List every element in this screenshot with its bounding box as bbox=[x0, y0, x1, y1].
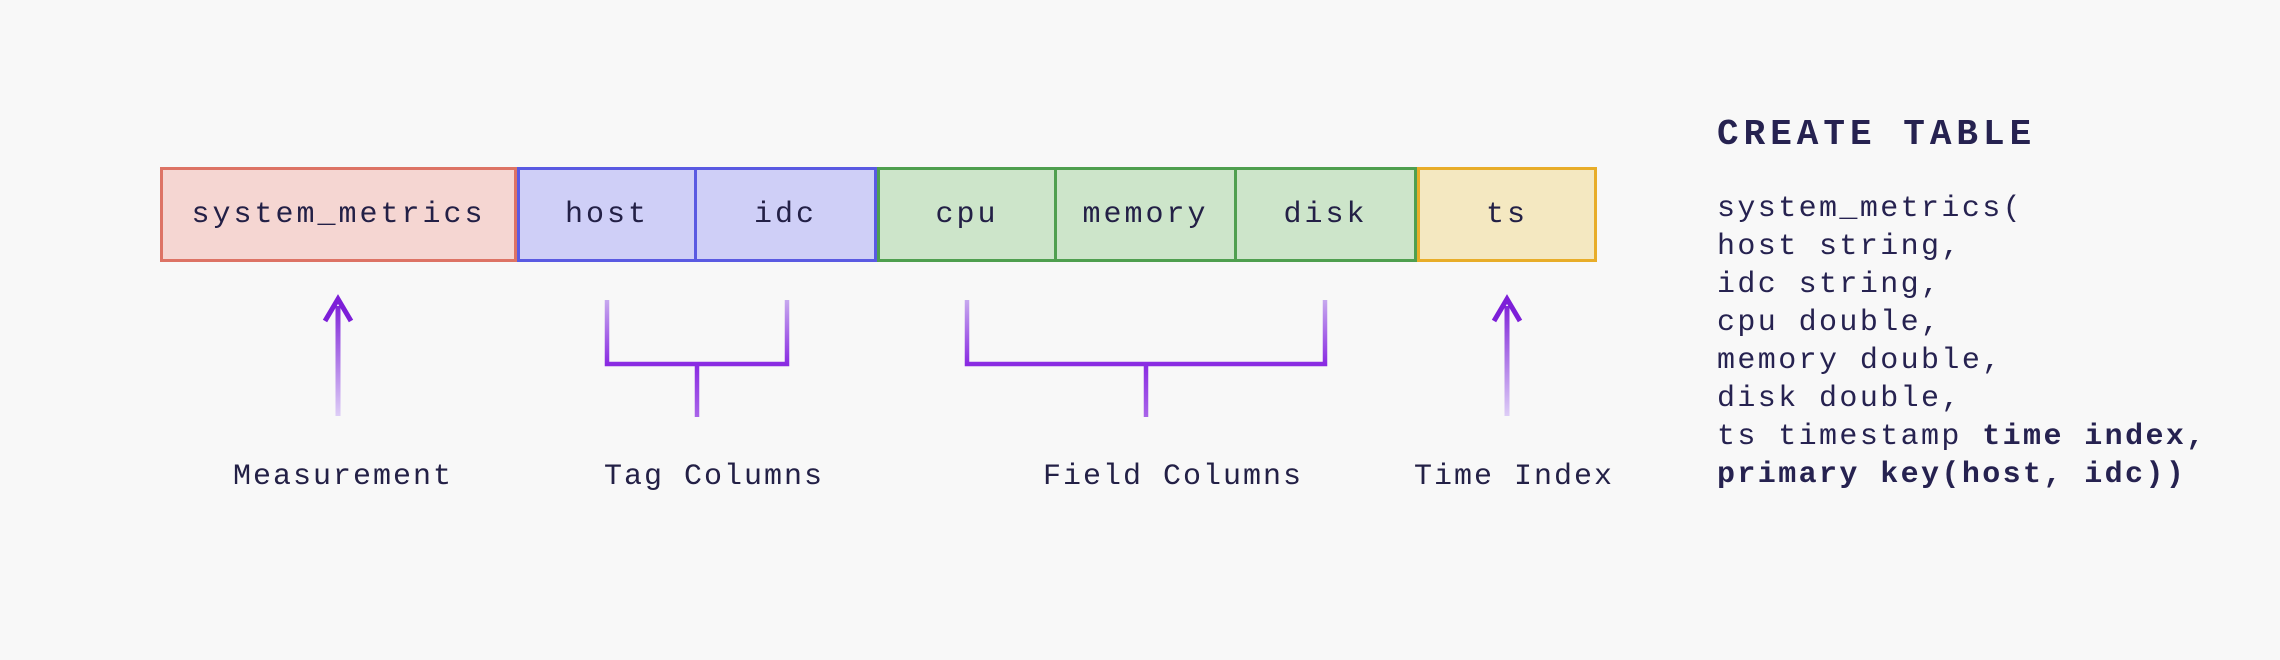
measurement-cell: system_metrics bbox=[160, 167, 517, 262]
sql-line: idc string, bbox=[1717, 266, 2207, 304]
field-cell-cpu: cpu bbox=[877, 167, 1057, 262]
tag-columns-label: Tag Columns bbox=[603, 460, 825, 494]
sql-line-text: system_metrics( bbox=[1717, 192, 2024, 226]
sql-line-text: ts timestamp bbox=[1717, 420, 1983, 454]
sql-line: system_metrics( bbox=[1717, 190, 2207, 228]
field-columns-label: Field Columns bbox=[1042, 460, 1304, 494]
table-structure-row: system_metrics host idc cpu memory disk … bbox=[160, 167, 1597, 262]
sql-line-text: disk double, bbox=[1717, 382, 1962, 416]
sql-line-bold-text: time index, bbox=[1982, 420, 2207, 454]
sql-line-text: idc string, bbox=[1717, 268, 1942, 302]
measurement-label: Measurement bbox=[232, 460, 454, 494]
tag-cell-idc: idc bbox=[694, 167, 877, 262]
sql-title: CREATE TABLE bbox=[1717, 114, 2037, 155]
tag-columns-bracket-icon bbox=[604, 300, 790, 417]
measurement-arrow-icon bbox=[322, 294, 354, 416]
sql-line-text: host string, bbox=[1717, 230, 1962, 264]
create-table-sql: CREATE TABLE system_metrics( host string… bbox=[1717, 114, 2207, 494]
field-cell-disk: disk bbox=[1234, 167, 1417, 262]
field-cell-memory: memory bbox=[1054, 167, 1237, 262]
tag-cell-host: host bbox=[517, 167, 697, 262]
sql-line-text: cpu double, bbox=[1717, 306, 1942, 340]
sql-line: host string, bbox=[1717, 228, 2207, 266]
field-columns-bracket-icon bbox=[964, 300, 1328, 417]
sql-line: cpu double, bbox=[1717, 304, 2207, 342]
time-index-label: Time Index bbox=[1413, 460, 1615, 494]
sql-line: memory double, bbox=[1717, 342, 2207, 380]
sql-line: disk double, bbox=[1717, 380, 2207, 418]
time-cell-ts: ts bbox=[1417, 167, 1597, 262]
sql-line-bold-text: primary key(host, idc)) bbox=[1717, 458, 2187, 492]
time-index-arrow-icon bbox=[1491, 294, 1523, 416]
sql-line-text: memory double, bbox=[1717, 344, 2003, 378]
sql-line: primary key(host, idc)) bbox=[1717, 456, 2207, 494]
sql-line: ts timestamp time index, bbox=[1717, 418, 2207, 456]
